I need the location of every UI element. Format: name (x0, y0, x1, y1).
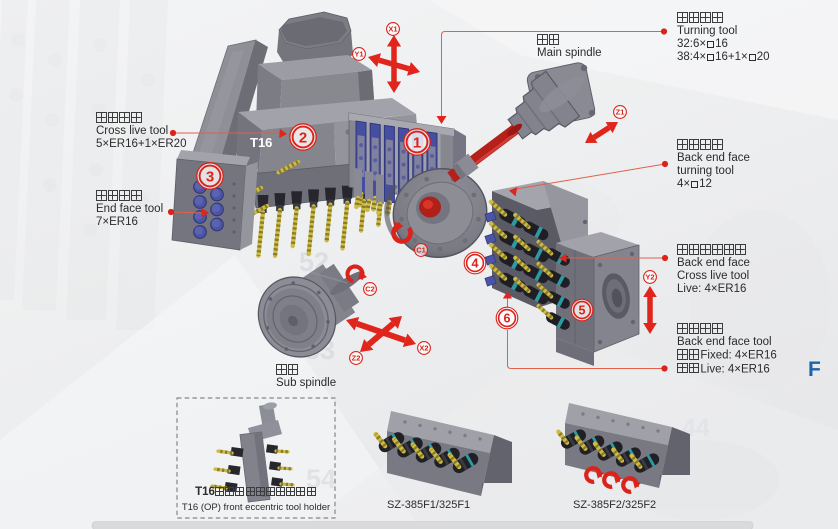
svg-text:5: 5 (579, 304, 586, 318)
svg-text:Z1: Z1 (616, 108, 625, 117)
svg-text:4: 4 (472, 257, 479, 271)
svg-text:Y1: Y1 (354, 50, 363, 59)
svg-text:6: 6 (504, 312, 511, 326)
svg-text:1: 1 (413, 134, 421, 151)
svg-text:Y2: Y2 (645, 273, 654, 282)
svg-text:C2: C2 (365, 285, 375, 294)
svg-text:2: 2 (299, 129, 307, 146)
svg-text:C1: C1 (416, 246, 426, 255)
svg-text:3: 3 (206, 168, 214, 185)
svg-text:X1: X1 (388, 25, 397, 34)
svg-text:Z2: Z2 (352, 354, 361, 363)
svg-text:X2: X2 (419, 344, 428, 353)
